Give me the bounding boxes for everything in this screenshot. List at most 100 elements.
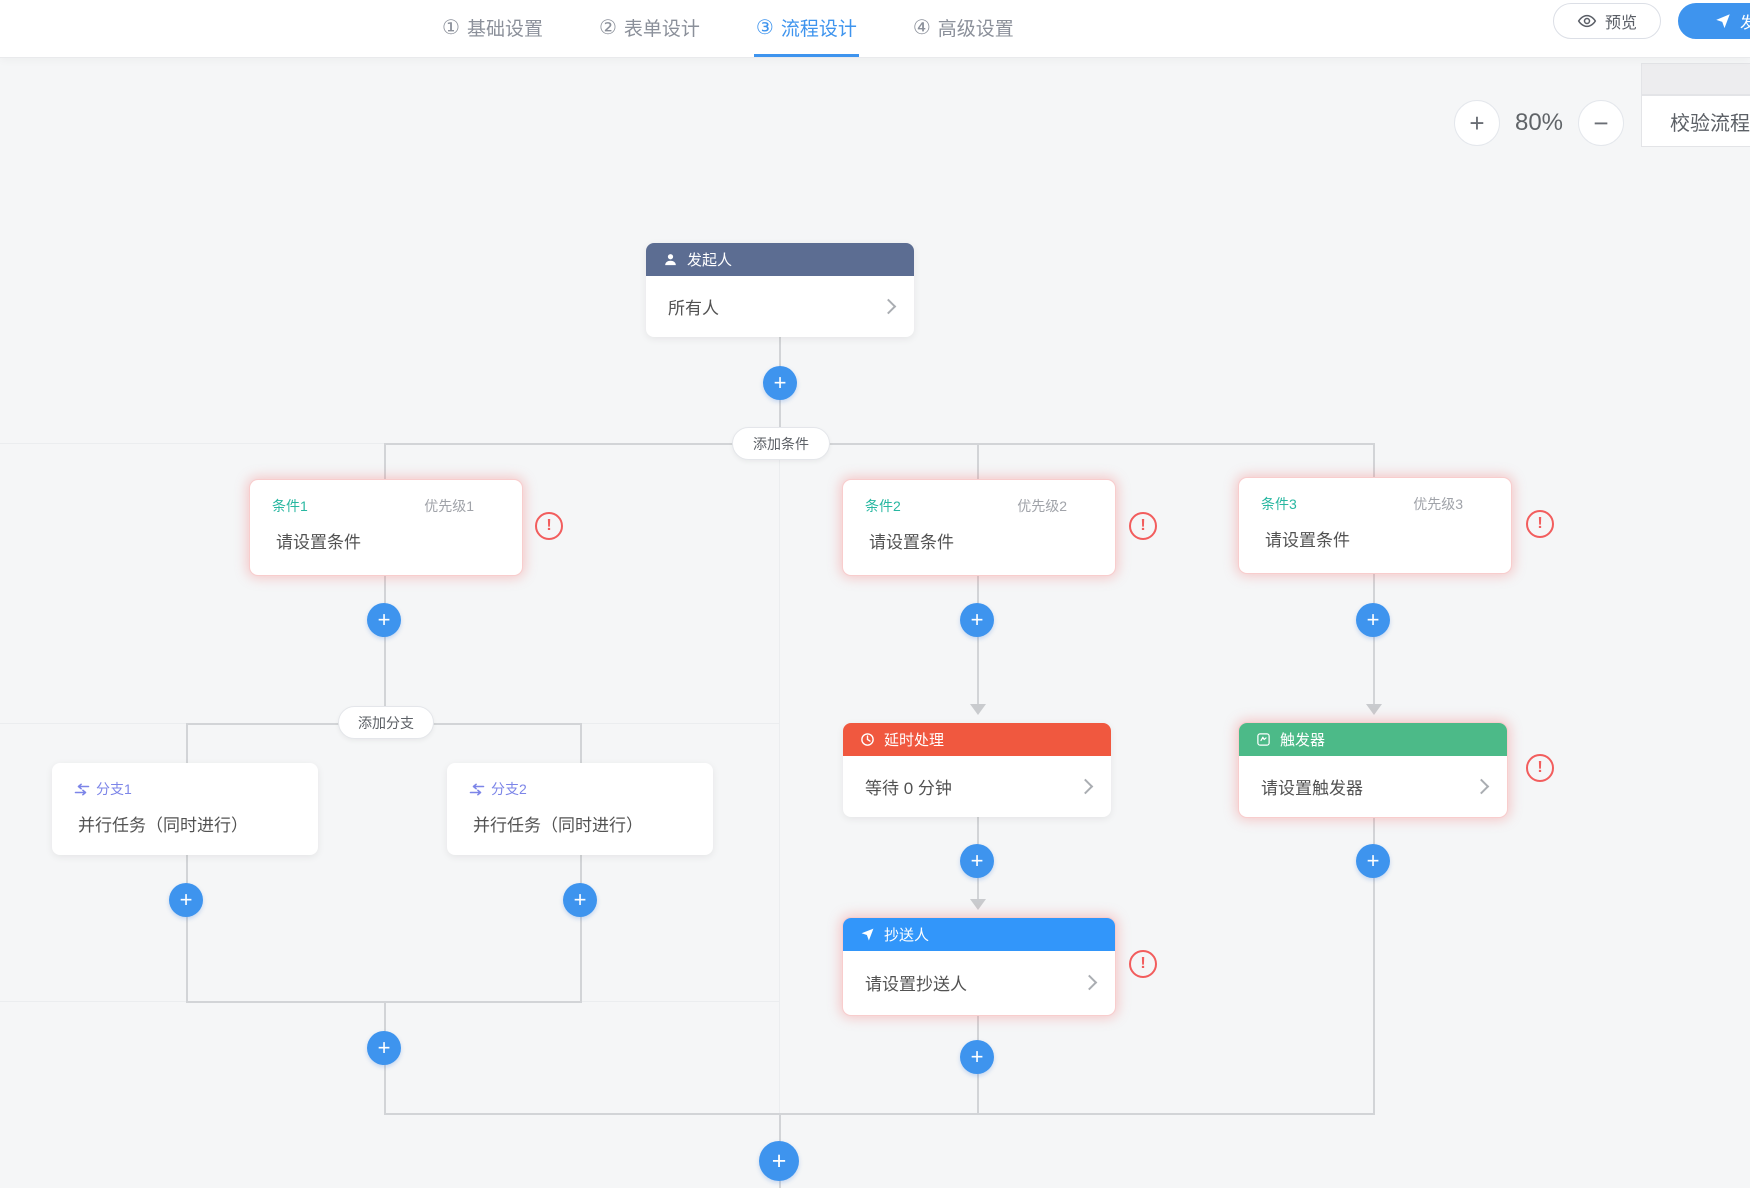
plus-icon: + bbox=[773, 370, 787, 395]
node-branch-2[interactable]: 分支2 并行任务（同时进行） bbox=[447, 763, 713, 855]
node-initiator[interactable]: 发起人 所有人 bbox=[646, 243, 914, 337]
node-delay-header: 延时处理 bbox=[843, 723, 1111, 756]
tab-label: 高级设置 bbox=[937, 18, 1014, 40]
connector-line bbox=[580, 855, 582, 1001]
chevron-right-icon bbox=[1081, 974, 1098, 991]
parallel-icon bbox=[469, 783, 485, 796]
warning-icon: ! bbox=[535, 512, 563, 540]
node-branch-1[interactable]: 分支1 并行任务（同时进行） bbox=[52, 763, 318, 855]
plus-icon: + bbox=[377, 1035, 391, 1060]
node-trigger[interactable]: 触发器 请设置触发器 bbox=[1239, 723, 1507, 817]
tab-label: 流程设计 bbox=[780, 18, 857, 40]
warning-glyph: ! bbox=[1537, 759, 1543, 776]
edge-panel-stub bbox=[1641, 63, 1750, 95]
node-title: 延时处理 bbox=[884, 732, 945, 749]
node-title: 发起人 bbox=[687, 252, 733, 269]
node-delay[interactable]: 延时处理 等待 0 分钟 bbox=[843, 723, 1111, 817]
node-content: 所有人 bbox=[668, 298, 719, 318]
node-content: 请设置触发器 bbox=[1261, 778, 1363, 798]
trigger-icon bbox=[1256, 732, 1271, 747]
connector-line bbox=[977, 443, 979, 480]
node-cc[interactable]: 抄送人 请设置抄送人 bbox=[843, 918, 1115, 1015]
preview-button[interactable]: 预览 bbox=[1553, 3, 1661, 39]
publish-label: 发布 bbox=[1739, 15, 1750, 32]
tab-form-design[interactable]: ② 表单设计 bbox=[597, 0, 702, 57]
add-node-button[interactable]: + bbox=[960, 1040, 994, 1074]
add-node-button[interactable]: + bbox=[169, 883, 203, 917]
warning-icon: ! bbox=[1526, 510, 1554, 538]
publish-button[interactable]: 发布 bbox=[1678, 3, 1750, 39]
send-icon bbox=[1714, 12, 1732, 30]
node-content: 请设置抄送人 bbox=[865, 975, 967, 994]
add-node-button[interactable]: + bbox=[960, 603, 994, 637]
branch-title: 分支2 bbox=[491, 781, 527, 797]
flow-canvas[interactable]: + 80% − 校验流程 + + + + + + + + + + + 添加条件 … bbox=[0, 57, 1750, 1188]
canvas-divider bbox=[0, 723, 186, 724]
node-content: 请设置条件 bbox=[276, 533, 361, 552]
condition-title: 条件2 bbox=[865, 498, 901, 514]
condition-title: 条件1 bbox=[272, 498, 308, 514]
plus-icon: + bbox=[1469, 107, 1485, 138]
connector-line bbox=[384, 1113, 1375, 1115]
node-content: 并行任务（同时进行） bbox=[473, 816, 643, 835]
step-number: ② bbox=[598, 16, 617, 39]
tab-label: 基础设置 bbox=[466, 18, 543, 40]
add-node-button[interactable]: + bbox=[1356, 603, 1390, 637]
add-node-button[interactable]: + bbox=[1356, 844, 1390, 878]
arrow-down-icon bbox=[970, 899, 986, 910]
plus-icon: + bbox=[970, 607, 984, 632]
node-condition-3[interactable]: 条件3 优先级3 请设置条件 bbox=[1239, 478, 1511, 573]
add-condition-button[interactable]: 添加条件 bbox=[732, 427, 830, 460]
condition-priority: 优先级1 bbox=[424, 498, 474, 514]
add-node-button[interactable]: + bbox=[759, 1141, 799, 1181]
tab-flow-design[interactable]: ③ 流程设计 bbox=[753, 0, 859, 57]
validate-flow-button[interactable]: 校验流程 bbox=[1641, 95, 1750, 147]
canvas-divider bbox=[582, 1001, 779, 1002]
add-node-button[interactable]: + bbox=[563, 883, 597, 917]
condition-priority: 优先级2 bbox=[1017, 498, 1067, 514]
node-condition-2[interactable]: 条件2 优先级2 请设置条件 bbox=[843, 480, 1115, 575]
node-condition-1[interactable]: 条件1 优先级1 请设置条件 bbox=[250, 480, 522, 575]
step-number: ③ bbox=[755, 16, 774, 39]
zoom-out-button[interactable]: − bbox=[1578, 100, 1624, 146]
plus-icon: + bbox=[771, 1146, 787, 1175]
warning-icon: ! bbox=[1526, 754, 1554, 782]
canvas-divider bbox=[582, 723, 779, 724]
node-content: 等待 0 分钟 bbox=[865, 778, 952, 798]
canvas-divider bbox=[779, 443, 780, 1113]
add-node-button[interactable]: + bbox=[367, 603, 401, 637]
condition-title: 条件3 bbox=[1261, 496, 1297, 512]
add-branch-button[interactable]: 添加分支 bbox=[338, 706, 434, 739]
tab-advanced-settings[interactable]: ④ 高级设置 bbox=[911, 0, 1016, 57]
branch-title: 分支1 bbox=[96, 781, 132, 797]
connector-line bbox=[384, 443, 1375, 445]
canvas-divider bbox=[0, 1001, 186, 1002]
tab-basic-settings[interactable]: ① 基础设置 bbox=[440, 0, 545, 57]
warning-glyph: ! bbox=[1140, 517, 1146, 534]
plus-icon: + bbox=[970, 848, 984, 873]
eye-icon bbox=[1577, 11, 1597, 31]
zoom-in-button[interactable]: + bbox=[1454, 100, 1500, 146]
connector-line bbox=[1373, 573, 1375, 705]
warning-glyph: ! bbox=[1140, 955, 1146, 972]
node-trigger-header: 触发器 bbox=[1239, 723, 1507, 756]
node-cc-header: 抄送人 bbox=[843, 918, 1115, 951]
minus-icon: − bbox=[1593, 107, 1609, 138]
connector-line bbox=[580, 723, 582, 763]
connector-line bbox=[384, 575, 386, 706]
add-node-button[interactable]: + bbox=[367, 1031, 401, 1065]
tab-label: 表单设计 bbox=[623, 18, 700, 40]
arrow-down-icon bbox=[1366, 704, 1382, 715]
step-number: ④ bbox=[912, 16, 931, 39]
preview-label: 预览 bbox=[1604, 15, 1637, 32]
connector-line bbox=[977, 575, 979, 705]
plus-icon: + bbox=[573, 887, 587, 912]
top-header: ① 基础设置 ② 表单设计 ③ 流程设计 ④ 高级设置 预览 bbox=[0, 0, 1750, 57]
warning-icon: ! bbox=[1129, 950, 1157, 978]
plus-icon: + bbox=[179, 887, 193, 912]
add-node-button[interactable]: + bbox=[763, 366, 797, 400]
plus-icon: + bbox=[970, 1044, 984, 1069]
add-node-button[interactable]: + bbox=[960, 844, 994, 878]
chevron-right-icon bbox=[1473, 778, 1490, 794]
connector-line bbox=[1373, 443, 1375, 478]
